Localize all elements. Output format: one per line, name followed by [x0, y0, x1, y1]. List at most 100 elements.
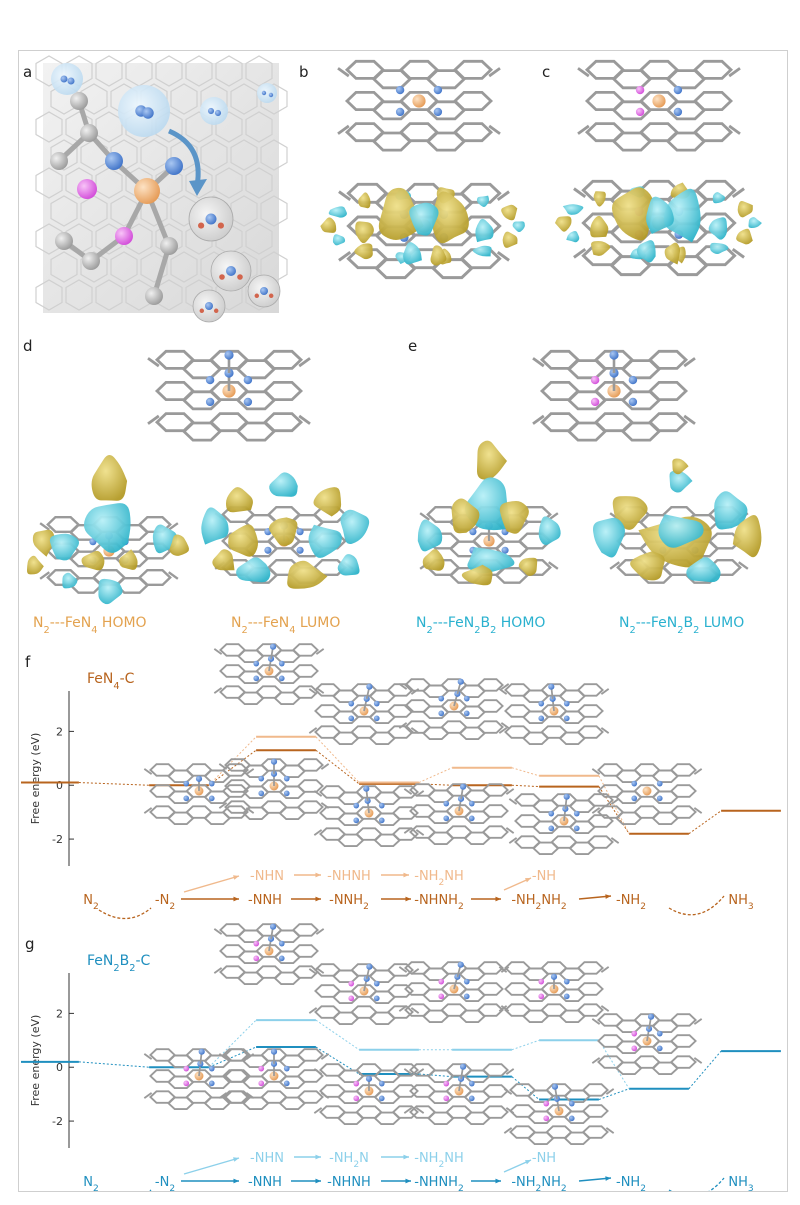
isosurface-negative — [714, 491, 748, 530]
subscript: 2 — [169, 1184, 175, 1191]
connector — [208, 736, 257, 786]
hydrogen-atom — [268, 293, 274, 299]
arrow-head — [315, 872, 321, 878]
step-label: -NH2NH2 — [511, 893, 566, 912]
nitrogen-atom — [459, 1063, 467, 1070]
chart-title: FeN4-C — [87, 671, 135, 692]
ring — [669, 805, 697, 819]
molecule-structure — [218, 758, 330, 821]
bond — [398, 966, 408, 973]
isosurface-negative — [417, 519, 443, 552]
pathway-arrow — [98, 907, 152, 920]
subscript: 2 — [438, 1160, 444, 1170]
nitrogen-atom — [433, 85, 443, 95]
bond — [693, 768, 703, 775]
ring — [581, 1125, 609, 1139]
bond — [143, 1053, 153, 1060]
bond — [591, 807, 601, 814]
isosurface-negative — [710, 242, 729, 254]
hydrogen-atom — [198, 222, 205, 229]
nitrogen-atom — [253, 660, 260, 667]
text-part: N — [231, 615, 241, 631]
bond — [683, 414, 696, 425]
connector — [688, 810, 722, 835]
nitrogen-atom — [631, 780, 638, 787]
lattice-ring — [215, 55, 243, 87]
hydrogen-atom — [217, 222, 224, 229]
isosurface-positive — [499, 500, 529, 534]
isosurface-positive — [476, 440, 507, 480]
bond — [308, 688, 318, 695]
ring — [669, 1034, 697, 1048]
boron-atom — [443, 1095, 450, 1102]
isosurface-negative — [403, 242, 422, 265]
subscript: 2 — [640, 902, 646, 912]
lattice-ring — [110, 251, 138, 283]
lattice-ring — [95, 55, 123, 87]
isosurface-positive — [664, 242, 681, 265]
nitrogen-atom — [205, 375, 215, 385]
arrow-head — [495, 896, 501, 902]
bond — [213, 687, 223, 694]
boron-atom — [538, 993, 545, 1000]
series-light — [208, 735, 630, 834]
ring — [262, 381, 304, 401]
molecule-structure — [532, 349, 696, 442]
ring — [476, 699, 504, 713]
bond — [600, 1005, 610, 1012]
carbon-atom — [70, 92, 88, 110]
boron-atom — [631, 1030, 638, 1037]
bond — [573, 187, 587, 199]
ring — [221, 805, 249, 819]
panel-label-b: b — [299, 63, 309, 81]
isosurface-positive — [26, 555, 44, 575]
nitrogen-atom — [348, 700, 355, 707]
molecule-structure — [503, 1083, 615, 1146]
lattice-ring — [65, 279, 93, 311]
nitrogen-atom — [463, 695, 470, 702]
isosurface-negative — [328, 206, 347, 218]
bond — [728, 124, 741, 135]
subscript: 2 — [93, 1184, 99, 1191]
ring — [452, 122, 494, 143]
y-tick-label: -2 — [52, 833, 63, 846]
lattice-ring — [260, 195, 288, 227]
subscript: 2 — [677, 625, 683, 636]
bond — [600, 688, 610, 695]
ring — [669, 763, 697, 777]
connector — [511, 1076, 540, 1100]
isosurface-negative — [669, 470, 693, 493]
nitrogen-atom — [563, 715, 570, 722]
subscript: 2 — [113, 963, 119, 974]
bond — [591, 768, 601, 775]
nitrogen-atom — [269, 643, 277, 650]
bond — [315, 648, 325, 655]
ring — [391, 1105, 419, 1119]
isosurface-positive — [212, 549, 235, 571]
ring — [296, 779, 324, 793]
subscript: 2 — [640, 1184, 646, 1191]
molecule-structure — [403, 1063, 515, 1126]
nitrogen-atom — [283, 1080, 290, 1087]
connector — [208, 1046, 257, 1068]
density-isosurface — [320, 182, 525, 280]
nitrogen-atom — [261, 90, 267, 96]
text-part: -N — [155, 893, 169, 908]
nitrogen-atom — [373, 700, 380, 707]
bond — [532, 414, 545, 425]
nitrogen-atom — [463, 978, 470, 985]
lattice-ring — [170, 251, 198, 283]
atoms — [548, 793, 580, 832]
text-part: N — [619, 615, 629, 631]
bond — [496, 190, 510, 202]
bonds — [313, 1063, 425, 1126]
nitrogen-atom — [563, 700, 570, 707]
nitrogen-atom — [568, 1115, 575, 1122]
panel-label-e: e — [408, 337, 417, 355]
nitrogen-atom — [673, 107, 683, 117]
bonds — [403, 783, 515, 846]
connector — [78, 782, 150, 786]
subscript: 4 — [289, 625, 295, 636]
nitrogen-atom — [268, 92, 274, 98]
subscript: 2 — [561, 1184, 567, 1191]
